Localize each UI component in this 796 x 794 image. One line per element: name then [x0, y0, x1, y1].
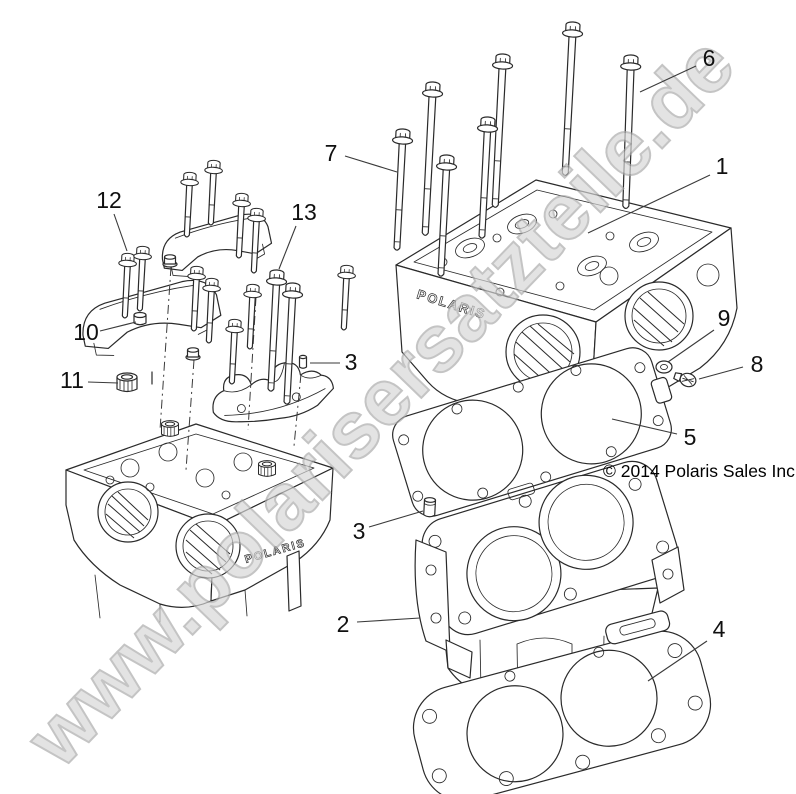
callout-leader-4: [647, 640, 708, 682]
base-gasket: [412, 610, 712, 794]
callout-leader-6: [639, 65, 697, 93]
callout-10: 10: [73, 319, 99, 345]
callout-2: 2: [337, 611, 350, 637]
dowel-pin: [423, 496, 437, 518]
callout-7: 7: [325, 140, 338, 166]
valve-cap: [133, 311, 147, 326]
callout-3: 3: [353, 518, 366, 544]
callout-leader-2: [356, 617, 421, 623]
callout-13: 13: [291, 199, 317, 225]
dowel-stud: [298, 354, 308, 369]
callout-4: 4: [713, 616, 726, 642]
callout-leader-13: [278, 225, 297, 270]
sealing-washer: [655, 360, 673, 374]
callout-leader-5: [611, 418, 678, 435]
callout-9: 9: [718, 305, 731, 331]
callout-11: 11: [60, 367, 84, 393]
callout-12: 12: [96, 187, 122, 213]
rubber-bushing: [116, 372, 138, 393]
centerlines: [159, 266, 302, 471]
cam-bolts: [116, 160, 356, 405]
callout-leader-7: [344, 155, 398, 173]
callout-leader-1: [587, 174, 711, 234]
head-gasket: [392, 347, 673, 517]
callout-6: 6: [703, 45, 716, 71]
callout-leader-12: [113, 213, 128, 252]
callout-leader-10: [99, 321, 137, 332]
small-parts: [116, 311, 697, 518]
callout-leader-8: [698, 366, 744, 380]
flange-screw: [673, 372, 697, 388]
callout-leader-9: [667, 329, 715, 363]
cylinder: [414, 460, 685, 703]
callout-leader-11: [87, 381, 119, 384]
copyright-text: © 2014 Polaris Sales Inc.: [603, 461, 796, 481]
cylinder-head-bottom-view: POLARIS: [65, 420, 334, 623]
callout-8: 8: [751, 351, 764, 377]
callout-3: 3: [345, 349, 358, 375]
callout-leader-3: [368, 510, 424, 528]
callout-1: 1: [716, 153, 729, 179]
callout-5: 5: [684, 424, 697, 450]
